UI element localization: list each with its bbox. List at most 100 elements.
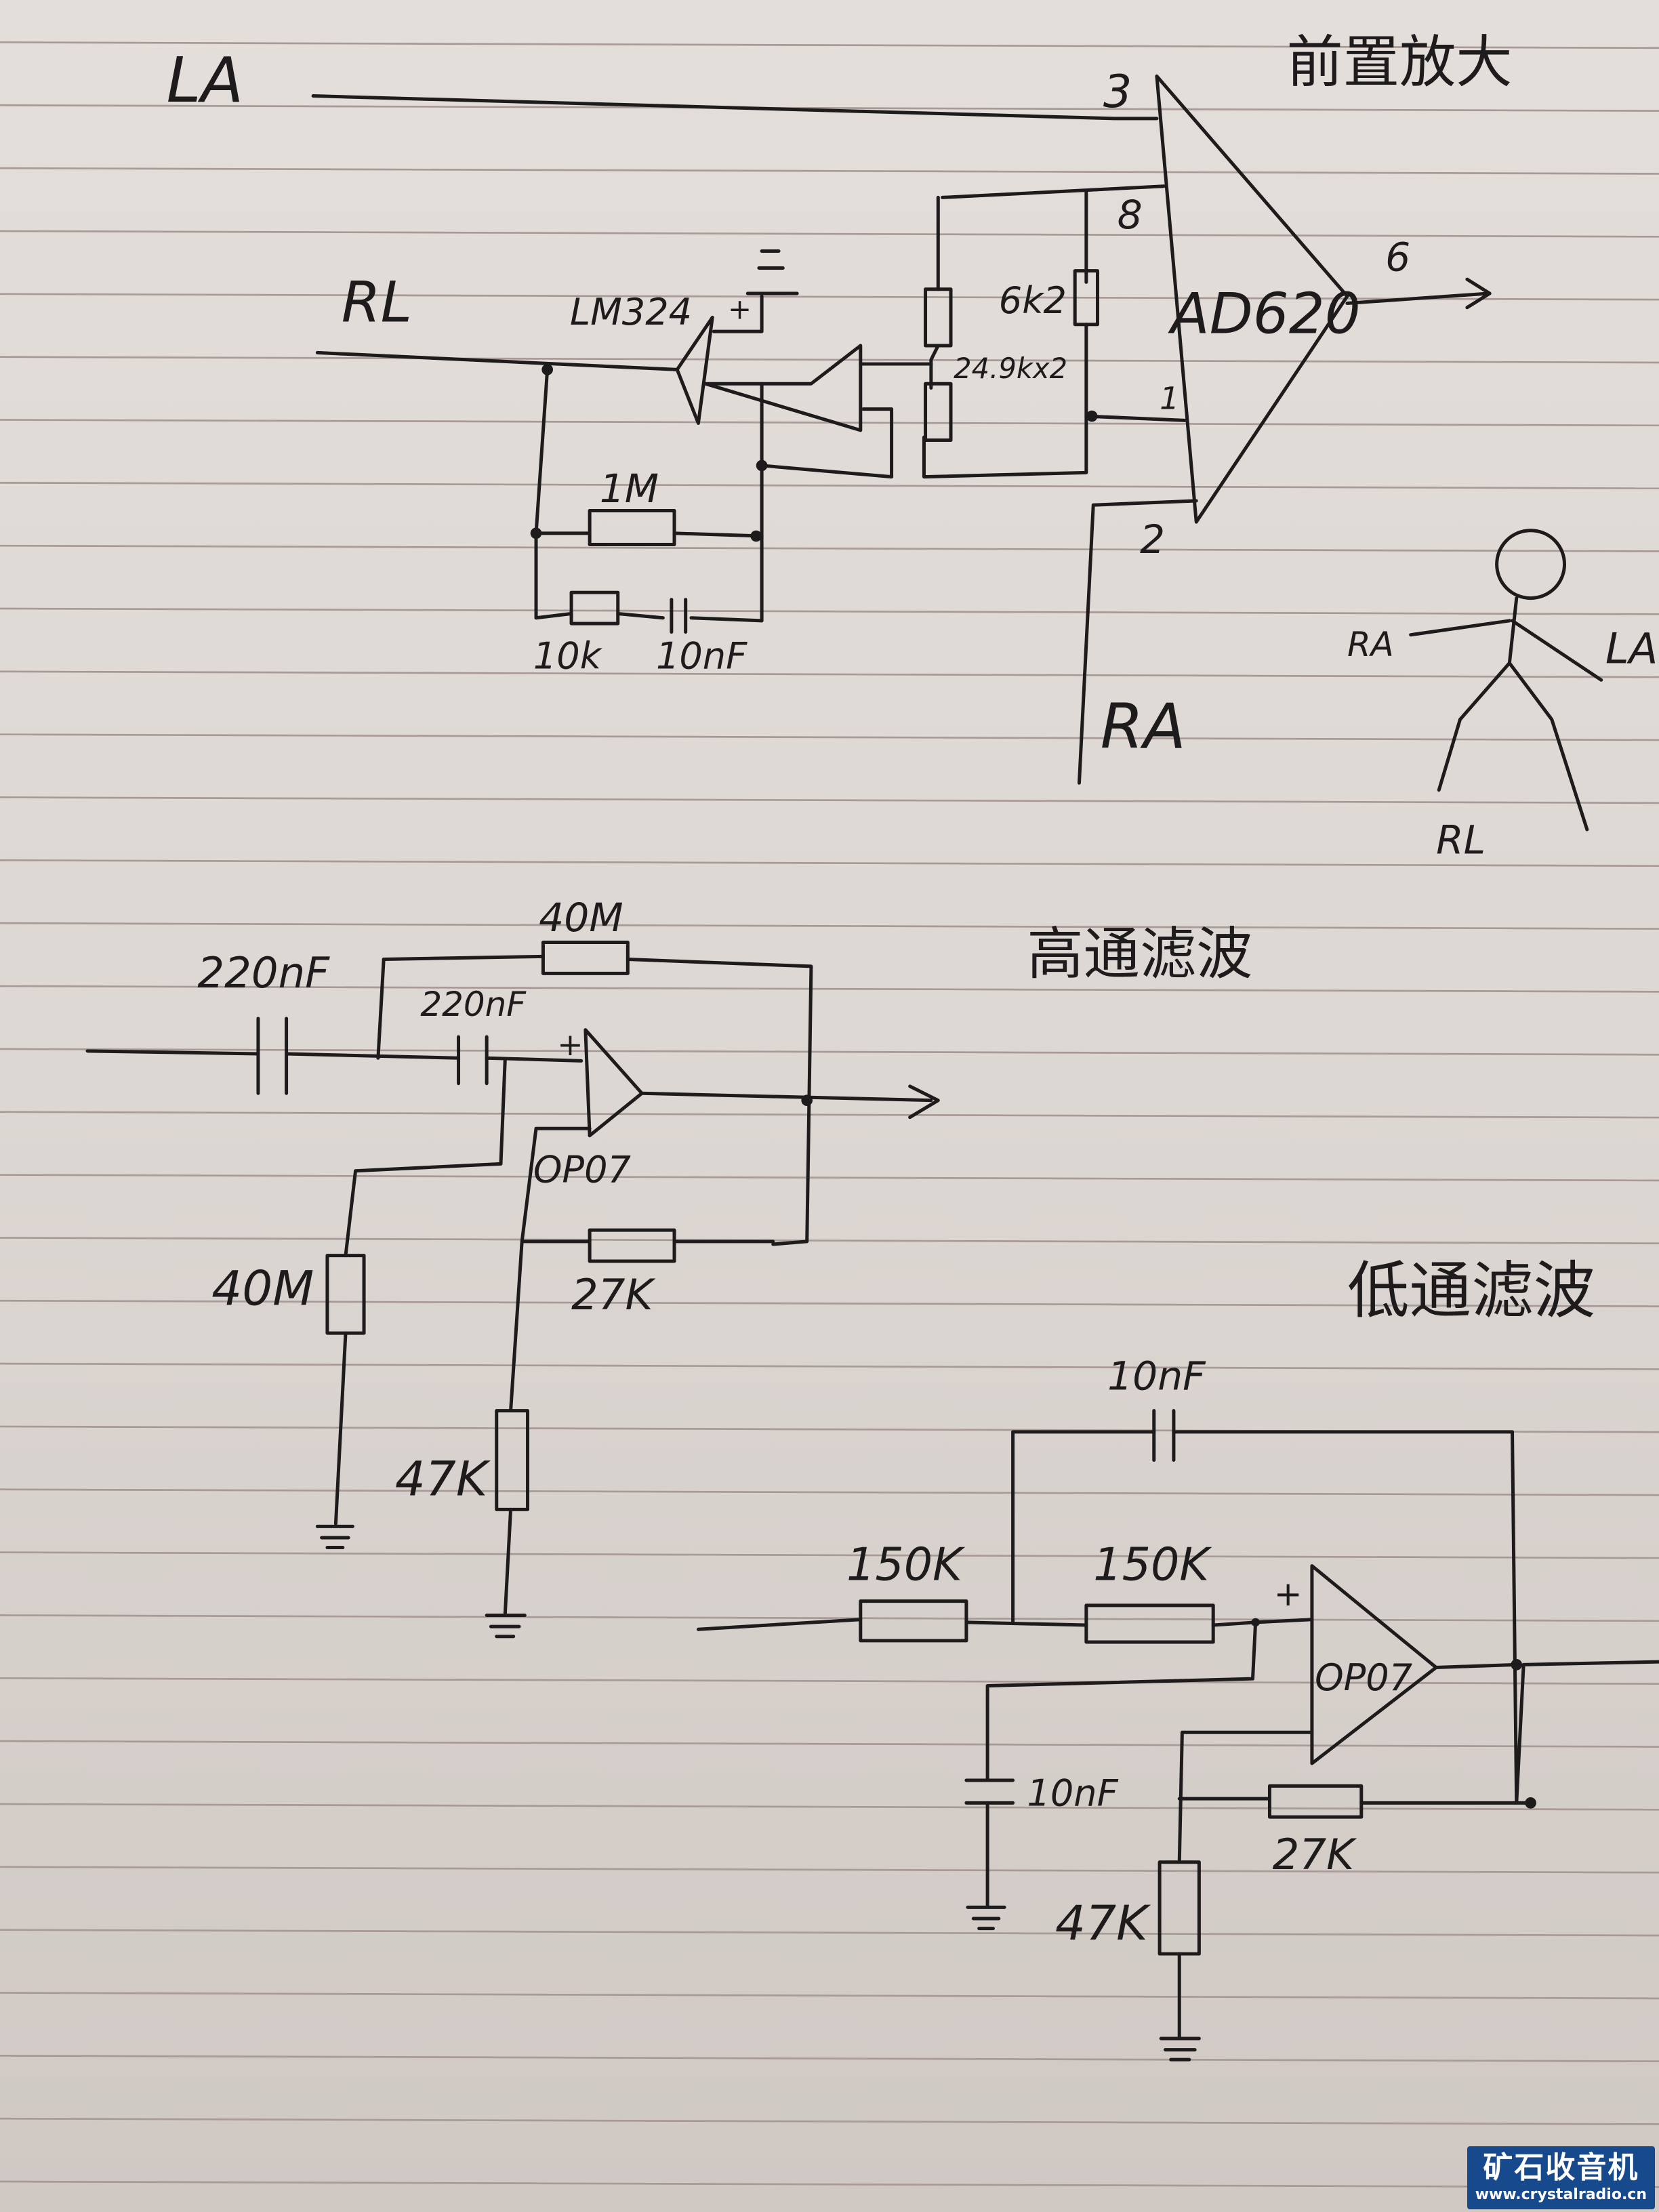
op07-lowpass-symbol: [1310, 1564, 1438, 1765]
watermark-name: 矿石收音机: [1483, 2150, 1639, 2185]
highpass-title: 高通滤波: [1027, 921, 1252, 987]
ruled-line: [0, 607, 1659, 615]
resistor-40m-ground: [325, 1254, 366, 1335]
ruled-line: [0, 2117, 1659, 2125]
resistor-27k-highpass: [588, 1228, 676, 1263]
pin-6: 6: [1385, 234, 1410, 281]
lowpass-title: 低通滤波: [1347, 1254, 1595, 1327]
ruled-line: [0, 796, 1659, 804]
resistor-40m-feedback: [541, 941, 630, 975]
label-ra: RA: [1101, 690, 1186, 762]
label-150k-2: 150K: [1093, 1538, 1212, 1591]
ruled-line: [0, 1174, 1659, 1182]
ruled-line: [0, 41, 1659, 49]
resistor-1m: [588, 509, 676, 547]
pin-1: 1: [1160, 380, 1179, 417]
lm324-symbol: [675, 315, 714, 425]
label-10nf: 10nF: [656, 635, 747, 678]
ad620-symbol: [1155, 74, 1349, 524]
pin-2: 2: [1140, 516, 1165, 562]
label-10nf-ground: 10nF: [1027, 1771, 1118, 1814]
ruled-line: [0, 293, 1659, 301]
paper-ruled-lines: [0, 41, 1659, 2188]
plus-sign: +: [557, 1026, 583, 1063]
ruled-line: [0, 356, 1659, 364]
label-47k-highpass: 47K: [395, 1451, 491, 1507]
label-40m-ground: 40M: [211, 1261, 314, 1317]
resistor-27k-lowpass: [1267, 1784, 1364, 1819]
lowpass-section: 低通滤波 10nF 150K 150K OP07 + 27K 47K 10nF: [696, 1254, 1659, 2062]
preamp-title: 前置放大: [1286, 30, 1512, 96]
resistor-6k2: [1073, 269, 1100, 327]
ruled-line: [0, 104, 1659, 112]
output-arrow: [1345, 277, 1492, 310]
preamp-section: LA 前置放大 3 AD620 8 6 6k2 24.9kx2 1 2 RA R…: [167, 30, 1512, 785]
ruled-line: [0, 1614, 1659, 1622]
ruled-line: [0, 1677, 1659, 1685]
ruled-line: [0, 230, 1659, 238]
ruled-line: [0, 2055, 1659, 2063]
label-la: LA: [167, 44, 244, 117]
label-47k-lowpass: 47K: [1055, 1895, 1151, 1951]
op07-highpass-label: OP07: [533, 1148, 631, 1191]
label-10k: 10k: [533, 635, 603, 678]
ruled-line: [0, 1929, 1659, 1937]
ruled-line: [0, 2180, 1659, 2188]
label-10nf-feedback: 10nF: [1107, 1353, 1206, 1399]
resistor-47k-lowpass: [1158, 1860, 1201, 1956]
ruled-line: [0, 985, 1659, 993]
ruled-line: [0, 481, 1659, 490]
ruled-line: [0, 1866, 1659, 1874]
ruled-line: [0, 1488, 1659, 1496]
resistor-24k9-bottom: [924, 382, 953, 442]
label-150k-1: 150K: [846, 1538, 966, 1591]
ruled-line: [0, 1362, 1659, 1370]
capacitor-220nf-2: [457, 1035, 489, 1086]
ruled-line: [0, 1803, 1659, 1811]
op07-highpass-symbol: [583, 1028, 644, 1138]
resistor-24k9-top: [924, 287, 953, 348]
ruled-line: [0, 1551, 1659, 1559]
ruled-line: [0, 544, 1659, 552]
lm324-label: LM324: [570, 291, 692, 333]
resistor-150k-1: [859, 1599, 968, 1643]
figure-label-ra: RA: [1347, 625, 1394, 664]
label-40m-feedback: 40M: [539, 895, 623, 941]
resistor-47k-highpass: [495, 1409, 530, 1511]
capacitor-10nf-feedback: [1152, 1409, 1176, 1462]
plus-sign: +: [728, 292, 752, 325]
label-rl: RL: [342, 270, 412, 335]
resistor-10k: [569, 590, 620, 626]
label-24k9x2: 24.9kx2: [954, 352, 1067, 385]
ruled-line: [0, 733, 1659, 741]
ruled-line: [0, 1992, 1659, 2000]
label-6k2: 6k2: [999, 279, 1067, 322]
ruled-line: [0, 670, 1659, 678]
pin-8: 8: [1118, 192, 1143, 238]
highpass-section: 高通滤波 220nF 220nF 40M + OP07 27K 47K 40M: [85, 895, 1252, 1639]
ruled-line: [0, 859, 1659, 867]
pin-3: 3: [1103, 65, 1132, 118]
label-27k-highpass: 27K: [571, 1270, 656, 1319]
label-220nf-2: 220nF: [420, 985, 527, 1024]
ruled-line: [0, 922, 1659, 930]
ruled-line: [0, 1299, 1659, 1307]
ruled-line: [0, 167, 1659, 175]
ad620-label: AD620: [1168, 281, 1361, 346]
capacitor-10nf: [670, 598, 688, 634]
label-220nf-1: 220nF: [197, 948, 330, 998]
label-1m: 1M: [600, 466, 659, 512]
ruled-line: [0, 1237, 1659, 1245]
watermark-url: www.crystalradio.cn: [1475, 2186, 1647, 2204]
resistor-150k-2: [1084, 1603, 1215, 1644]
watermark-logo: 矿石收音机 www.crystalradio.cn: [1467, 2146, 1655, 2209]
op07-lowpass-label: OP07: [1315, 1656, 1412, 1699]
ruled-line: [0, 1048, 1659, 1056]
electrode-placement-figure: RA LA RL: [1347, 529, 1658, 863]
label-27k-lowpass: 27K: [1273, 1830, 1357, 1879]
ruled-line: [0, 1740, 1659, 1748]
figure-label-rl: RL: [1436, 817, 1486, 863]
figure-label-la: LA: [1605, 623, 1658, 673]
